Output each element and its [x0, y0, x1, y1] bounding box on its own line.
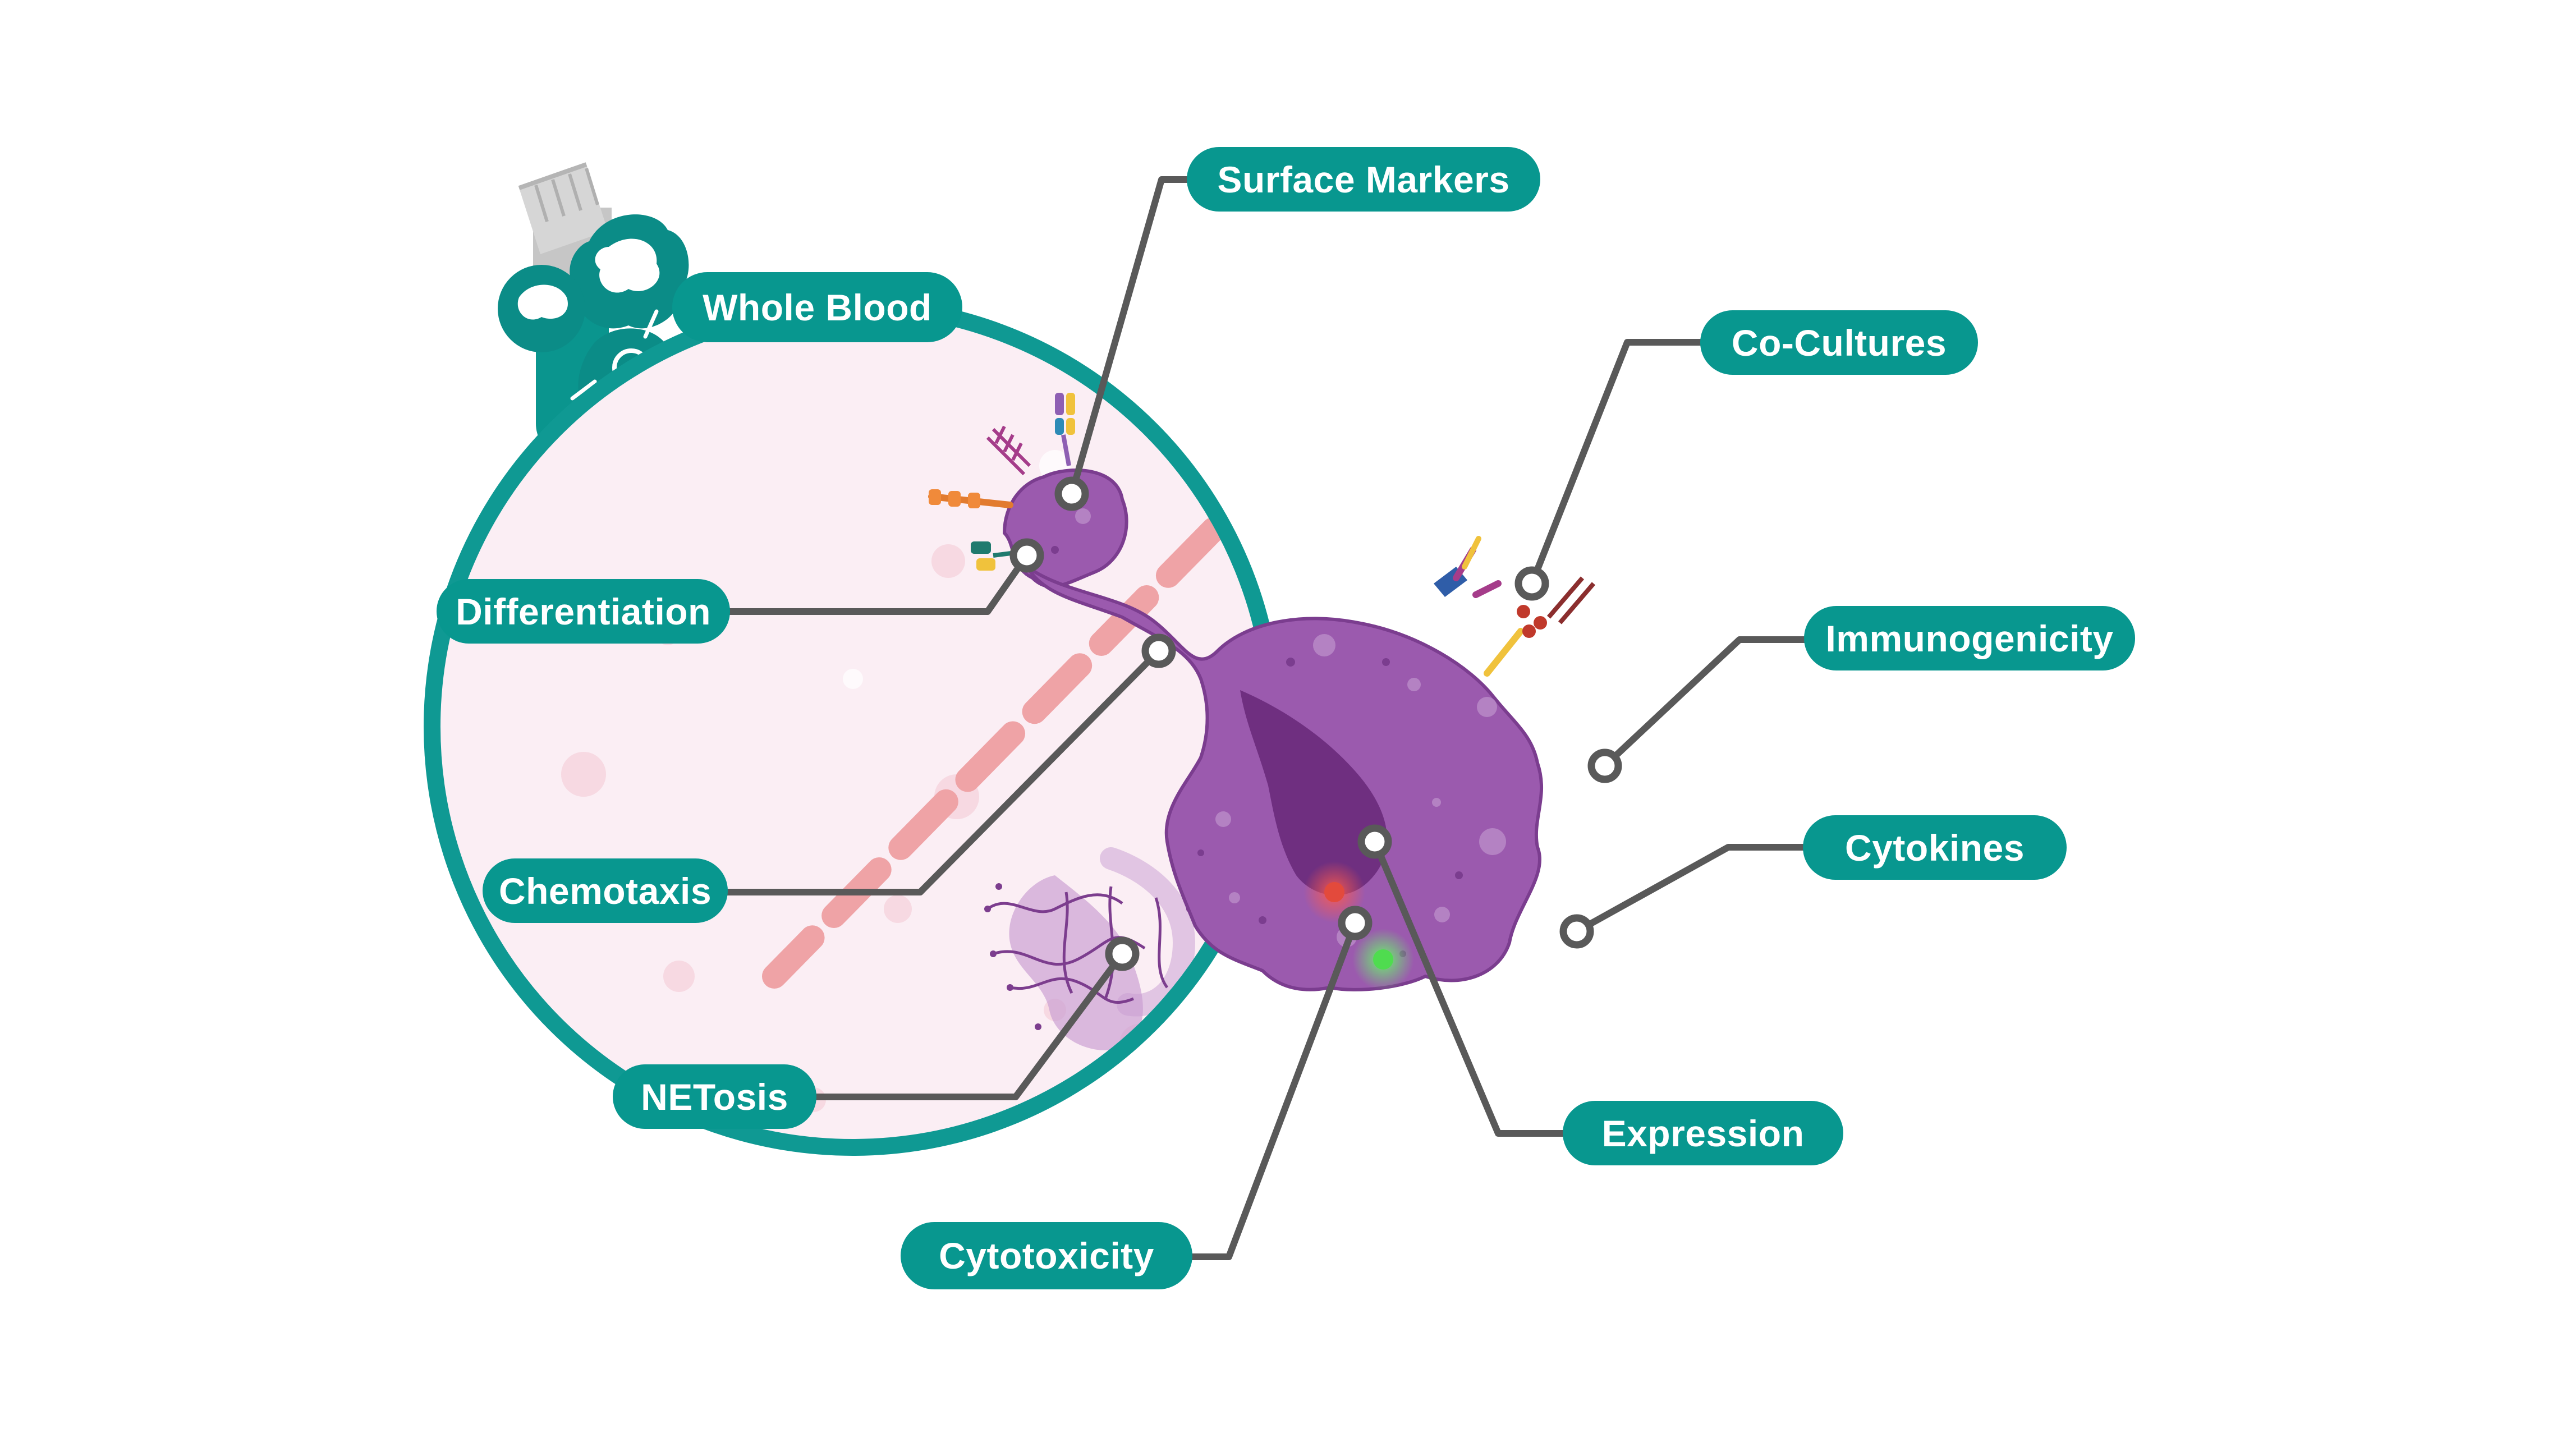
connector-netosis	[814, 952, 1125, 1100]
label-immunogenicity: Immunogenicity	[1804, 606, 2135, 670]
neutrophil-cell-icon	[570, 214, 689, 329]
label-surface-markers: Surface Markers	[1187, 147, 1540, 212]
connector-co-cultures	[1529, 339, 1706, 585]
lymphocyte-cell-icon	[498, 265, 585, 352]
label-expression: Expression	[1563, 1101, 1843, 1165]
label-cytotoxicity: Cytotoxicity	[901, 1222, 1192, 1289]
surface-receptors	[928, 393, 1596, 677]
connector-cytotoxicity	[1184, 921, 1358, 1260]
connector-chemotaxis	[724, 648, 1162, 895]
label-netosis: NETosis	[613, 1064, 816, 1129]
label-whole-blood: Whole Blood	[672, 272, 962, 342]
connector-cytokines	[1575, 844, 1812, 935]
connector-expression	[1371, 840, 1571, 1137]
label-co-cultures: Co-Cultures	[1700, 310, 1978, 375]
label-differentiation: Differentiation	[437, 579, 730, 644]
label-chemotaxis: Chemotaxis	[483, 858, 728, 923]
net-strands	[984, 847, 1210, 1050]
connector-differentiation	[724, 553, 1030, 615]
label-cytokines: Cytokines	[1803, 815, 2067, 880]
connector-endpoints	[1009, 476, 1622, 971]
connector-immunogenicity	[1602, 636, 1812, 769]
